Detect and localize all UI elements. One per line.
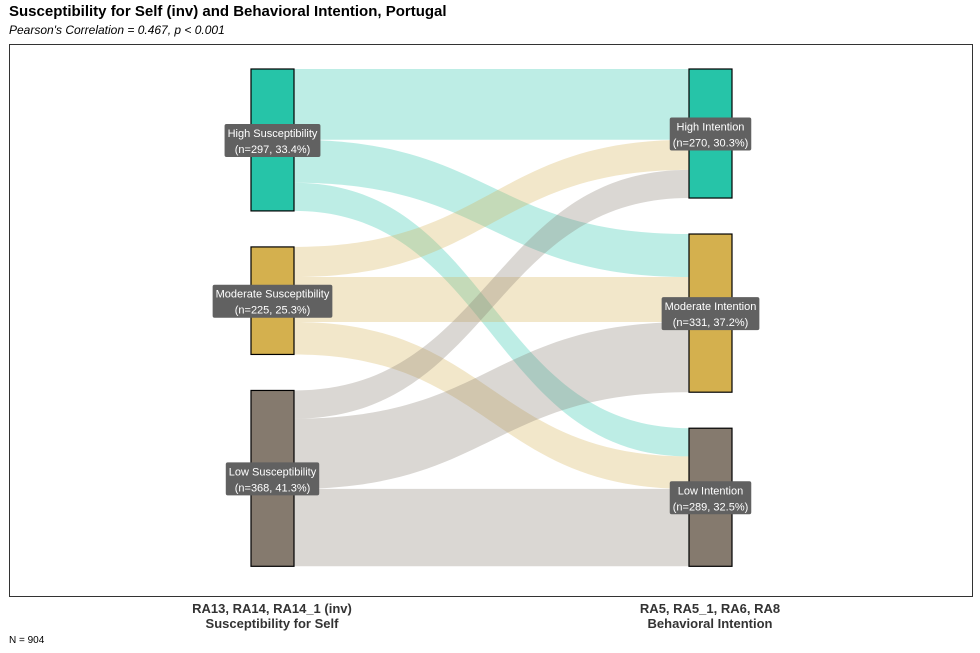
flow-high-s-to-high-i [294, 69, 689, 140]
left-node-label-low-s: Low Susceptibility (n=368, 41.3%) [225, 462, 320, 496]
node-category-label: Low Intention [678, 485, 743, 497]
plot-panel [9, 44, 973, 597]
node-count-label: (n=225, 25.3%) [235, 305, 311, 317]
flow-mod-s-to-high-i [294, 139, 689, 278]
node-count-label: (n=270, 30.3%) [673, 138, 749, 150]
left-axis-label: RA13, RA14, RA14_1 (inv) Susceptibility … [122, 601, 422, 631]
sample-size-note: N = 904 [9, 635, 45, 646]
flow-mod-s-to-mod-i [294, 277, 689, 322]
right-axis-title: Behavioral Intention [647, 616, 773, 631]
node-category-label: High Intention [677, 122, 745, 134]
node-label-background [224, 123, 321, 157]
node-count-label: (n=297, 33.4%) [235, 144, 311, 156]
node-label-background [225, 462, 320, 496]
right-node-label-low-i: Low Intention (n=289, 32.5%) [669, 481, 752, 515]
node-category-label: Moderate Susceptibility [216, 289, 330, 301]
flow-high-s-to-low-i [294, 182, 689, 457]
flow-low-s-to-mod-i [294, 321, 689, 489]
node-count-label: (n=289, 32.5%) [673, 501, 749, 513]
flow-low-s-to-low-i [294, 488, 689, 567]
chart-title: Susceptibility for Self (inv) and Behavi… [9, 3, 447, 20]
right-node-label-mod-i: Moderate Intention (n=331, 37.2%) [661, 297, 760, 331]
flow-layer [294, 69, 689, 567]
node-category-label: Low Susceptibility [229, 466, 317, 478]
flow-high-s-to-mod-i [294, 139, 689, 278]
node-category-label: High Susceptibility [228, 128, 318, 140]
node-count-label: (n=331, 37.2%) [673, 317, 749, 329]
right-axis-label: RA5, RA5_1, RA6, RA8 Behavioral Intentio… [560, 601, 860, 631]
left-node-label-high-s: High Susceptibility (n=297, 33.4%) [224, 123, 321, 157]
left-axis-variables: RA13, RA14, RA14_1 (inv) [192, 601, 352, 616]
chart-subtitle: Pearson's Correlation = 0.467, p < 0.001 [9, 23, 225, 37]
node-category-label: Moderate Intention [665, 301, 757, 313]
flow-mod-s-to-low-i [294, 321, 689, 489]
node-label-background [661, 297, 760, 331]
left-axis-title: Susceptibility for Self [205, 616, 339, 631]
right-node-label-high-i: High Intention (n=270, 30.3%) [669, 117, 752, 151]
node-count-label: (n=368, 41.3%) [235, 482, 311, 494]
node-label-background [669, 481, 752, 515]
node-label-background [212, 284, 333, 318]
left-node-label-mod-s: Moderate Susceptibility (n=225, 25.3%) [212, 284, 333, 318]
flow-low-s-to-high-i [294, 169, 689, 419]
node-label-background [669, 117, 752, 151]
right-axis-variables: RA5, RA5_1, RA6, RA8 [639, 601, 781, 616]
label-layer: High Susceptibility (n=297, 33.4%) Moderat… [212, 117, 760, 515]
